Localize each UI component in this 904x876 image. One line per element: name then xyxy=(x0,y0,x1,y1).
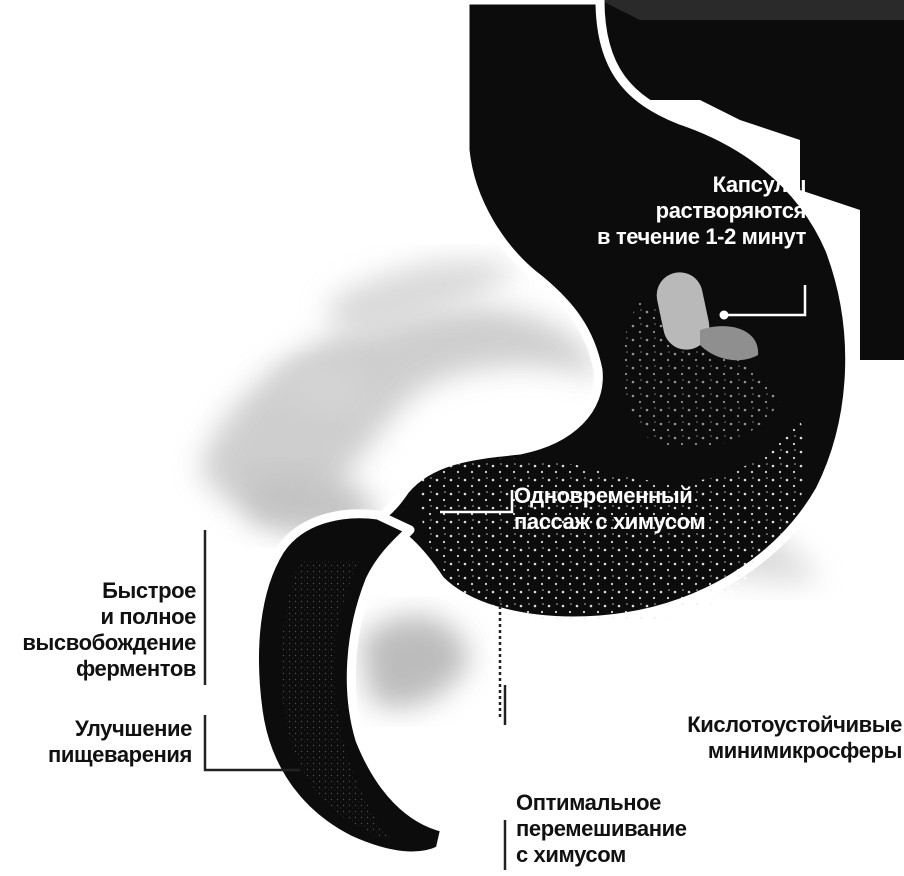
label-enzyme-release-line-4: ферментов xyxy=(0,656,196,682)
label-enzyme-release-line-2: и полное xyxy=(0,604,196,630)
label-mixing-line-2: перемешивание xyxy=(516,816,687,842)
label-enzyme-release: Быстрое и полное высвобождение ферментов xyxy=(0,578,196,682)
label-microspheres: Кислотоустойчивые минимикросферы xyxy=(640,712,902,764)
label-mixing-line-3: с химусом xyxy=(516,842,687,868)
label-capsules-line-2: растворяются xyxy=(560,198,806,224)
label-mixing: Оптимальное перемешивание с химусом xyxy=(516,790,687,868)
label-capsules-line-3: в течение 1-2 минут xyxy=(560,224,806,250)
label-mixing-line-1: Оптимальное xyxy=(516,790,687,816)
label-capsules: Капсулы растворяются в течение 1-2 минут xyxy=(560,172,806,250)
label-enzyme-release-line-1: Быстрое xyxy=(0,578,196,604)
label-capsules-line-1: Капсулы xyxy=(560,172,806,198)
label-digestion-line-2: пищеварения xyxy=(0,742,192,768)
label-microspheres-line-1: Кислотоустойчивые xyxy=(640,712,902,738)
label-passage: Одновременный пассаж с химусом xyxy=(514,483,705,535)
label-enzyme-release-line-3: высвобождение xyxy=(0,630,196,656)
label-passage-line-1: Одновременный xyxy=(514,483,705,509)
label-passage-line-2: пассаж с химусом xyxy=(514,509,705,535)
label-digestion-line-1: Улучшение xyxy=(0,716,192,742)
label-microspheres-line-2: минимикросферы xyxy=(640,738,902,764)
label-digestion: Улучшение пищеварения xyxy=(0,716,192,768)
